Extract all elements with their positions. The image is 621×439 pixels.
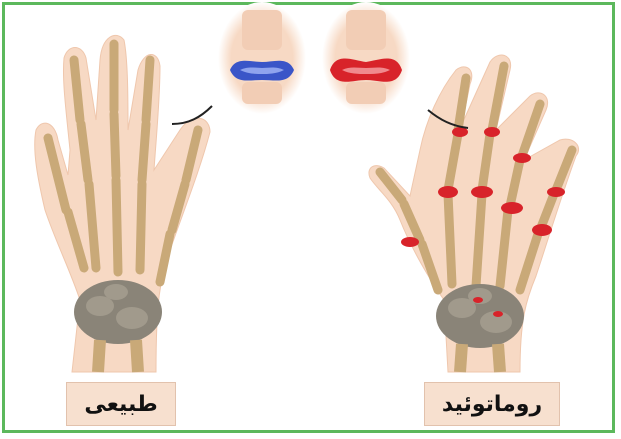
inflamed-joint-closeup-icon bbox=[322, 2, 410, 114]
normal-label: طبیعی bbox=[66, 382, 176, 426]
rheumatoid-label: روماتوئید bbox=[424, 382, 560, 426]
rheumatoid-hand bbox=[369, 55, 579, 372]
normal-joint-closeup-icon bbox=[218, 2, 306, 114]
normal-hand bbox=[35, 35, 212, 372]
